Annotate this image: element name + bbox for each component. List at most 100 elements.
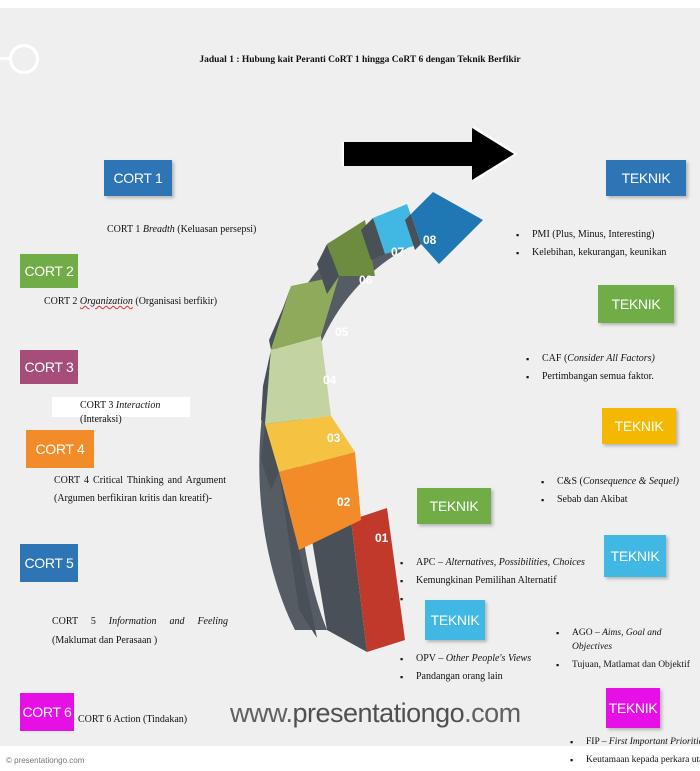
teknik-6-bullets: AGO – Aims, Goal and Objectives Tujuan, … <box>552 626 700 676</box>
cort-3-desc-post: (Interaksi) <box>80 414 122 425</box>
teknik-tag-7: TEKNIK <box>606 688 660 728</box>
teknik-tag-4: TEKNIK <box>417 488 491 524</box>
step-08 <box>411 192 483 264</box>
bullet-text: Kemungkinan Pemilihan Alternatif <box>416 575 557 586</box>
cort-2-desc-post: (Organisasi berfikir) <box>132 296 218 307</box>
bullet-item: AGO – Aims, Goal and Objectives <box>552 626 700 654</box>
teknik-3-bullets: C&S (Consequence & Sequel) Sebab dan Aki… <box>537 475 700 511</box>
cort-4-tag: CORT 4 <box>26 430 94 468</box>
step-04-side <box>261 350 271 424</box>
step-05 <box>271 276 339 350</box>
step-08-label: 08 <box>423 233 437 247</box>
cort-3-desc-em: Interaction <box>115 400 161 411</box>
deco-line <box>0 57 10 60</box>
cort-1-desc-em: Breadth <box>142 224 175 235</box>
bullet-text-em: Alternatives, Possibilities, Choices <box>445 557 585 568</box>
cort-2-tag: CORT 2 <box>20 254 78 288</box>
right-arrow-icon <box>342 126 518 182</box>
teknik-tag-2: TEKNIK <box>598 285 674 323</box>
bullet-text-em: Consider All Factors) <box>567 353 655 364</box>
step-02-label: 02 <box>337 495 351 509</box>
teknik-7-bullets: FIP – First Important Priorities Keutama… <box>566 735 700 771</box>
step-07-label: 07 <box>391 245 405 259</box>
teknik-7-label: TEKNIK <box>608 700 658 716</box>
bullet-text: Tujuan, Matlamat dan Objektif <box>572 660 690 670</box>
cort-1-description: CORT 1 Breadth (Keluasan persepsi) <box>107 223 256 237</box>
bullet-text: Sebab dan Akibat <box>557 494 628 505</box>
bullet-text: Pertimbangan semua faktor. <box>542 371 654 382</box>
teknik-1-bullets: PMI (Plus, Minus, Interesting) Kelebihan… <box>512 228 700 264</box>
cort-3-label: CORT 3 <box>24 359 74 375</box>
watermark: www.presentationgo.com <box>230 698 521 729</box>
bullet-item: Tujuan, Matlamat dan Objektif <box>552 658 700 672</box>
teknik-3-label: TEKNIK <box>614 418 664 434</box>
cort-6-tag: CORT 6 <box>20 693 74 731</box>
teknik-tag-6: TEKNIK <box>604 535 666 577</box>
teknik-6-label: TEKNIK <box>610 548 660 564</box>
deco-circle-icon <box>9 44 39 74</box>
cort-4-desc-line1: CORT 4 Critical Thinking and Argument <box>54 475 226 486</box>
bullet-item: C&S (Consequence & Sequel) <box>537 475 700 489</box>
teknik-tag-1: TEKNIK <box>606 160 686 196</box>
bullet-item: FIP – First Important Priorities <box>566 735 700 749</box>
cort-3-tag: CORT 3 <box>20 350 78 384</box>
bullet-text-em: Other People's Views <box>445 653 532 664</box>
cort-2-label: CORT 2 <box>24 263 74 279</box>
bullet-text: APC – <box>416 557 446 568</box>
bullet-text-em: Consequence & Sequel) <box>582 476 679 487</box>
teknik-4-label: TEKNIK <box>429 498 479 514</box>
bullet-text: Kelebihan, kekurangan, keunikan <box>532 247 667 258</box>
cort-5-desc-pre: CORT 5 <box>52 616 109 627</box>
step-08-side <box>405 214 421 250</box>
cort-2-desc-pre: CORT 2 <box>44 296 80 307</box>
bullet-item <box>396 592 596 606</box>
bullet-text-em: First Important Priorities <box>608 737 700 747</box>
cort-5-desc-em: Information and Feeling <box>108 616 228 627</box>
bullet-text: Pandangan orang lain <box>416 671 503 682</box>
step-06-label: 06 <box>359 273 373 287</box>
bullet-item: APC – Alternatives, Possibilities, Choic… <box>396 556 596 570</box>
teknik-tag-5: TEKNIK <box>425 600 485 640</box>
teknik-5-label: TEKNIK <box>430 612 480 628</box>
bullet-text: C&S ( <box>557 476 583 487</box>
bullet-item: Sebab dan Akibat <box>537 493 700 507</box>
bullet-text-em: Aims, Goal and Objectives <box>572 628 662 652</box>
bullet-item: CAF (Consider All Factors) <box>522 352 700 366</box>
cort-3-desc-pre: CORT 3 <box>80 400 116 411</box>
bullet-item: PMI (Plus, Minus, Interesting) <box>512 228 700 242</box>
bullet-text: OPV – <box>416 653 446 664</box>
watermark-pre: www. <box>230 698 293 728</box>
watermark-brand: presentationgo <box>292 698 465 728</box>
cort-6-label: CORT 6 <box>22 704 72 720</box>
step-03-side <box>261 424 279 490</box>
cort-4-desc-line2: (Argumen berfikiran kritis dan kreatif)- <box>54 493 213 504</box>
step-01-side <box>309 520 367 652</box>
step-02 <box>279 452 361 550</box>
cort-5-description: CORT 5 Information and Feeling (Maklumat… <box>52 612 228 650</box>
teknik-4-bullets: APC – Alternatives, Possibilities, Choic… <box>396 556 596 610</box>
teknik-1-label: TEKNIK <box>621 170 671 186</box>
cort-6-description: CORT 6 Action (Tindakan) <box>78 714 188 725</box>
step-03-label: 03 <box>327 431 341 445</box>
footer-copyright: © presentationgo.com <box>6 756 85 765</box>
bullet-item: Pandangan orang lain <box>396 670 606 684</box>
bullet-item: Kemungkinan Pemilihan Alternatif <box>396 574 596 588</box>
step-01 <box>351 508 405 652</box>
step-02-side <box>279 472 317 638</box>
bullet-text: Keutamaan kepada perkara utama <box>586 755 700 765</box>
teknik-2-bullets: CAF (Consider All Factors) Pertimbangan … <box>522 352 700 388</box>
cort-1-tag: CORT 1 <box>104 160 172 196</box>
bullet-text: CAF ( <box>542 353 568 364</box>
bullet-item: Keutamaan kepada perkara utama <box>566 753 700 767</box>
step-03 <box>265 416 355 472</box>
step-06-side <box>317 244 339 294</box>
bullet-text: PMI (Plus, Minus, Interesting) <box>532 229 655 240</box>
step-07-side <box>361 218 385 260</box>
cort-2-desc-em: Organization <box>79 296 133 307</box>
step-01-label: 01 <box>375 531 389 545</box>
cort-1-desc-post: (Keluasan persepsi) <box>174 224 257 235</box>
step-05-side <box>269 286 291 350</box>
table-title: Jadual 1 : Hubung kait Peranti CoRT 1 hi… <box>199 55 521 65</box>
